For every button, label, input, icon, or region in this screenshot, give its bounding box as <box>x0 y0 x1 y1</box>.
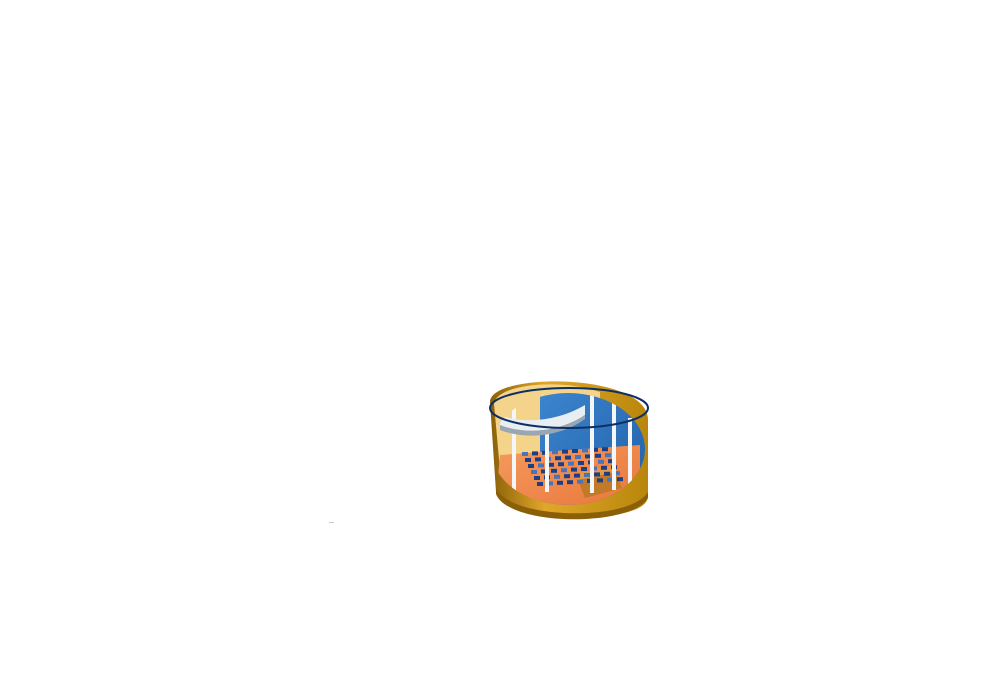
seat <box>574 473 580 478</box>
seat <box>592 447 598 452</box>
seat <box>535 457 541 462</box>
column <box>628 418 632 490</box>
seat <box>594 472 600 477</box>
seat <box>602 447 608 452</box>
seat <box>552 450 558 455</box>
stray-mark <box>329 522 334 523</box>
seat <box>595 453 601 458</box>
seat <box>528 464 534 468</box>
seat <box>548 462 554 467</box>
seat <box>558 462 564 467</box>
column <box>612 400 616 490</box>
seat <box>534 476 540 480</box>
seat <box>604 471 610 476</box>
seat <box>564 474 570 479</box>
seat <box>572 449 578 453</box>
seat <box>541 469 547 474</box>
seat <box>538 463 544 468</box>
seat <box>577 479 583 484</box>
seat <box>537 482 543 486</box>
seat <box>578 461 584 465</box>
column <box>590 393 594 493</box>
seat <box>525 458 531 462</box>
seat <box>562 449 568 454</box>
outer-wall-front <box>496 488 648 520</box>
top-rim <box>489 387 649 429</box>
seat <box>607 477 613 482</box>
seat <box>561 468 567 473</box>
column <box>545 420 549 492</box>
seat <box>605 453 611 458</box>
seat <box>582 448 588 453</box>
seat <box>567 480 573 485</box>
seat <box>608 459 614 464</box>
seat <box>532 451 538 456</box>
seat <box>571 467 577 472</box>
seat <box>617 477 623 482</box>
seat <box>531 470 537 474</box>
seat <box>557 480 563 485</box>
column <box>512 400 516 492</box>
seat <box>551 468 557 473</box>
seat <box>584 473 590 477</box>
balcony-shadow <box>500 415 585 436</box>
seat <box>585 454 591 459</box>
seat <box>598 459 604 464</box>
columns <box>512 393 632 493</box>
seat <box>601 465 607 470</box>
seat <box>554 474 560 479</box>
seat <box>565 455 571 460</box>
seat <box>547 481 553 486</box>
seat <box>575 455 581 459</box>
seat <box>614 471 620 476</box>
seat <box>555 456 561 461</box>
seat <box>522 452 528 456</box>
seat <box>597 478 603 483</box>
seat <box>581 467 587 471</box>
seat <box>568 461 574 466</box>
